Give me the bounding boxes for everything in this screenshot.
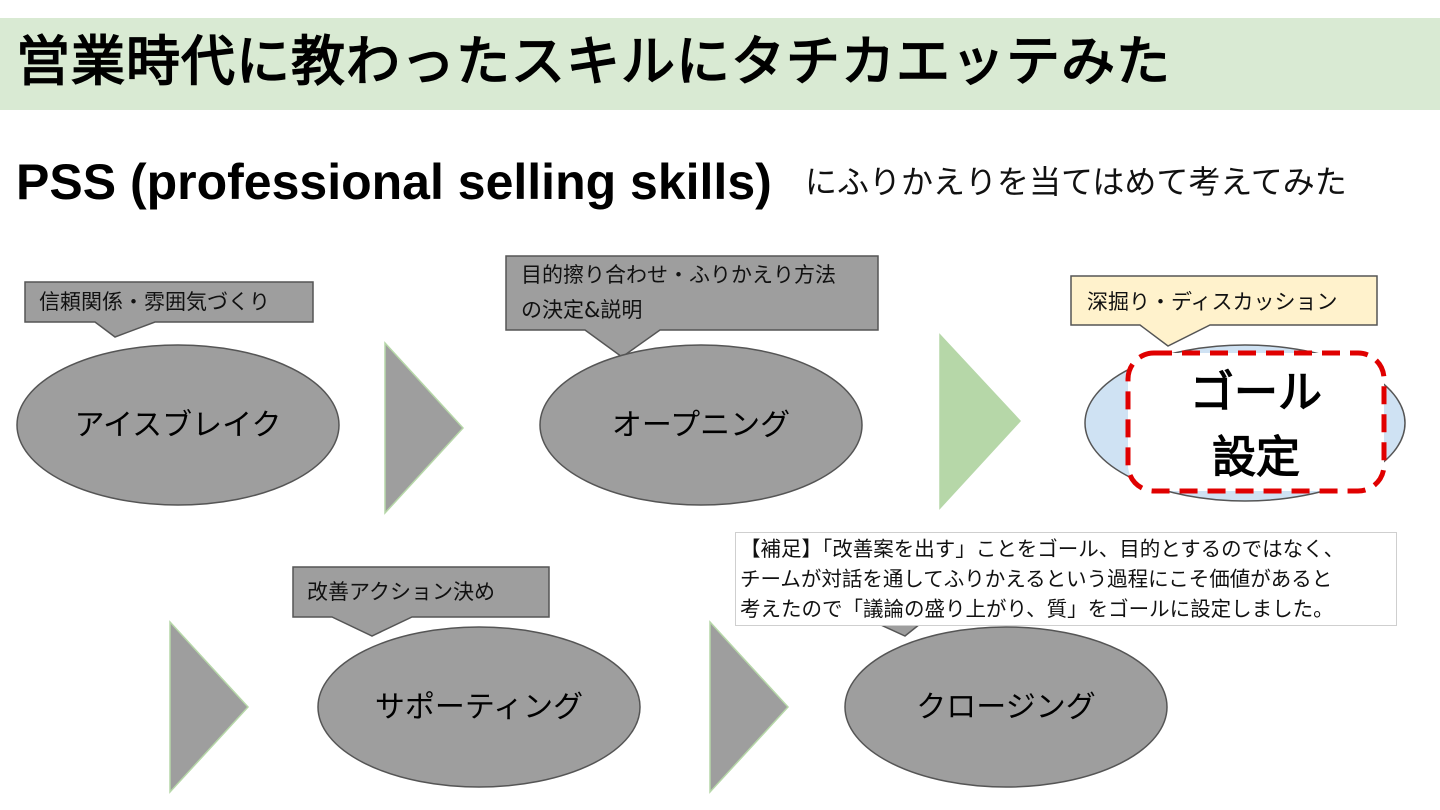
callout-icebreak: 信頼関係・雰囲気づくり [24, 281, 314, 338]
title-band [0, 18, 1440, 110]
callout-supporting: 改善アクション決め [292, 566, 550, 637]
arrow-1 [384, 341, 465, 515]
callout-opening: 目的擦り合わせ・ふりかえり方法 の決定&説明 [505, 255, 879, 358]
step-opening-label: オープニング [612, 408, 790, 443]
subtitle-description: にふりかえりを当てはめて考えてみた [805, 163, 1347, 201]
arrow-3 [169, 620, 250, 794]
callout-goal: 深掘り・ディスカッション [1070, 275, 1378, 347]
callout-opening-text-2: の決定&説明 [521, 298, 642, 322]
step-closing-label: クロージング [916, 690, 1095, 725]
goal-label-line-1: ゴール [1190, 367, 1322, 418]
supplement-note: 【補足】「改善案を出す」ことをゴール、目的とするのではなく、 チームが対話を通し… [735, 532, 1397, 626]
step-icebreak-label: アイスブレイク [75, 408, 282, 443]
callout-supporting-text: 改善アクション決め [307, 580, 495, 604]
callout-icebreak-text: 信頼関係・雰囲気づくり [39, 290, 270, 314]
goal-highlight-box: ゴール 設定 [1125, 350, 1387, 494]
subtitle-pss: PSS (professional selling skills) [16, 154, 772, 210]
slide-title: 営業時代に教わったスキルにタチカエッテみた [16, 30, 1171, 93]
callout-goal-text: 深掘り・ディスカッション [1087, 290, 1338, 314]
step-closing: クロージング [844, 626, 1168, 788]
note-line-3: 考えたので「議論の盛り上がり、質」をゴールに設定しました。 [740, 597, 1334, 621]
note-line-1: 【補足】「改善案を出す」ことをゴール、目的とするのではなく、 [740, 537, 1345, 561]
step-supporting: サポーティング [317, 626, 641, 788]
arrow-4 [709, 620, 790, 794]
goal-label-line-2: 設定 [1212, 432, 1300, 483]
step-opening: オープニング [539, 344, 863, 506]
note-line-2: チームが対話を通してふりかえるという過程にこそ価値があると [740, 567, 1333, 591]
arrow-2-active [939, 333, 1022, 510]
step-icebreak: アイスブレイク [16, 344, 340, 506]
step-supporting-label: サポーティング [375, 690, 583, 725]
callout-opening-text-1: 目的擦り合わせ・ふりかえり方法 [521, 263, 836, 287]
